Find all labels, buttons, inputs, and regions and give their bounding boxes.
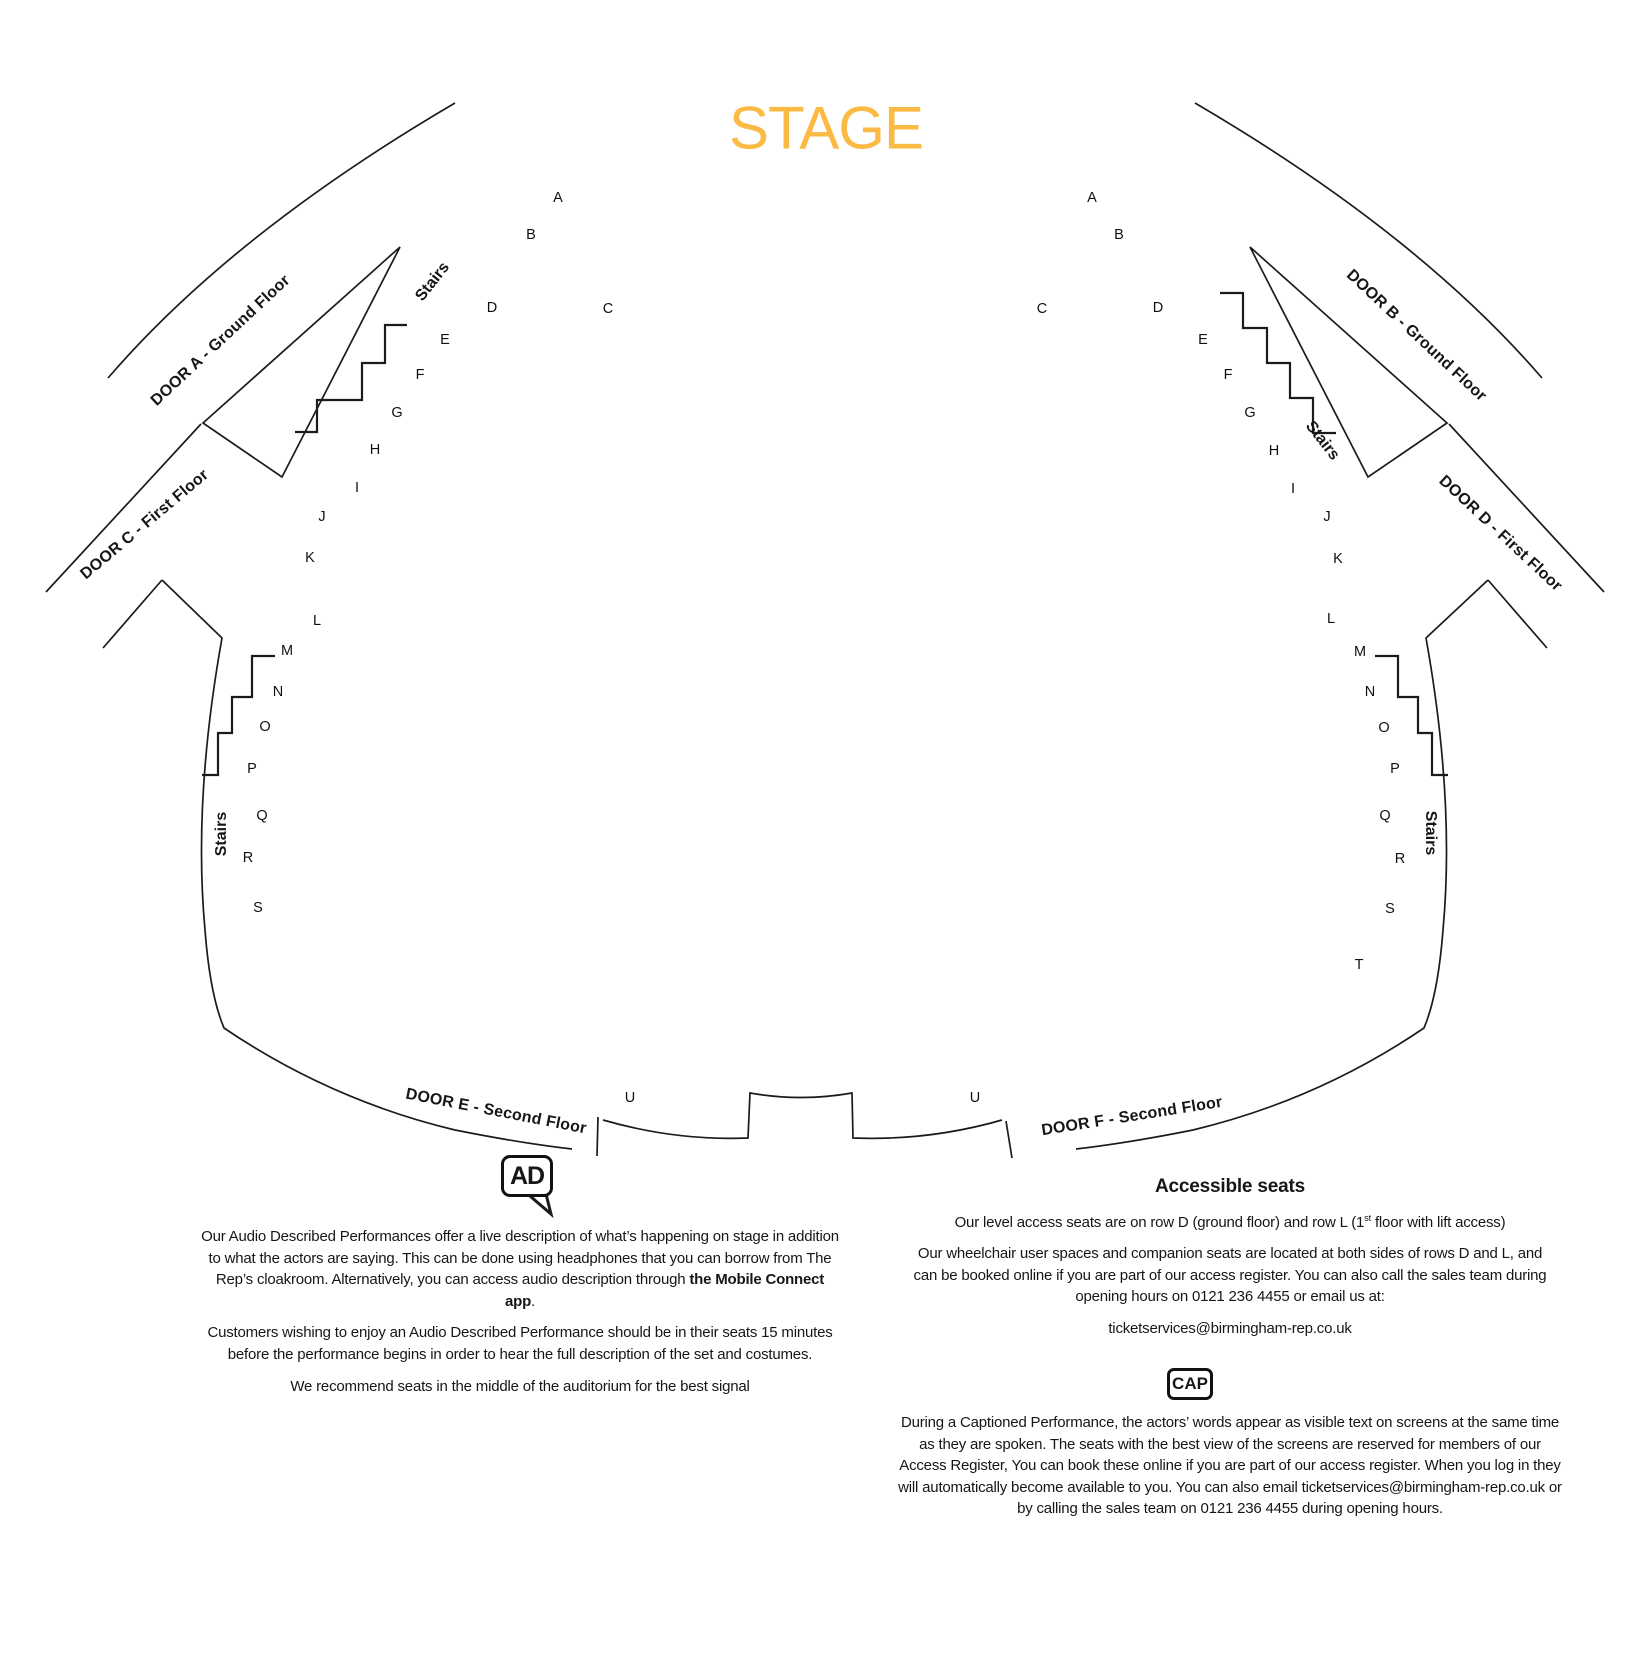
row-label-right-l: L	[1326, 611, 1336, 627]
row-label-right-d: D	[1152, 300, 1164, 316]
row-label-left-b: B	[526, 227, 536, 243]
row-label-left-a: A	[553, 190, 563, 206]
stairs-steps-upper-left	[295, 323, 407, 434]
stairs-steps-lower-right	[1375, 654, 1448, 777]
bowl-corner-right	[1487, 579, 1548, 649]
row-label-left-g: G	[391, 405, 403, 421]
accessible-seats-para-2: Our wheelchair user spaces and companion…	[913, 1245, 1547, 1306]
row-label-right-o: O	[1378, 720, 1390, 736]
row-label-left-e: E	[440, 332, 450, 348]
row-label-left-d: D	[486, 300, 498, 316]
row-u-wall	[602, 1091, 1003, 1140]
stairs-label-lower-left: Stairs	[213, 811, 230, 857]
captioned-icon-text: CAP	[1172, 1374, 1208, 1393]
row-label-right-m: M	[1353, 644, 1367, 660]
row-label-right-k: K	[1333, 551, 1343, 567]
row-label-right-t: T	[1354, 957, 1364, 973]
superscript-st: st	[1364, 1212, 1371, 1223]
row-label-left-o: O	[259, 719, 271, 735]
row-label-right-s: S	[1385, 901, 1395, 917]
row-label-right-r: R	[1394, 851, 1406, 867]
row-label-right-a: A	[1087, 190, 1097, 206]
audio-described-section: Our Audio Described Performances offer a…	[200, 1226, 840, 1407]
accessible-seats-email: ticketservices@birmingham-rep.co.uk	[1108, 1319, 1352, 1337]
row-label-left-j: J	[318, 509, 326, 525]
row-label-left-r: R	[242, 850, 254, 866]
row-label-right-p: P	[1390, 761, 1400, 777]
stairs-steps-upper-right	[1220, 291, 1336, 435]
row-label-right-c: C	[1036, 301, 1048, 317]
row-label-left-u: U	[624, 1090, 636, 1106]
bowl-corner-left	[102, 579, 163, 649]
row-label-right-i: I	[1290, 481, 1296, 497]
row-label-right-h: H	[1268, 443, 1280, 459]
stairs-label-lower-right: Stairs	[1422, 810, 1439, 856]
row-label-left-c: C	[602, 301, 614, 317]
row-label-right-n: N	[1364, 684, 1376, 700]
row-u-divider-left	[596, 1116, 599, 1157]
row-label-left-s: S	[253, 900, 263, 916]
row-label-left-p: P	[247, 761, 257, 777]
row-label-left-n: N	[272, 684, 284, 700]
captioned-icon: CAP	[1167, 1368, 1213, 1400]
row-label-left-i: I	[354, 480, 360, 496]
row-label-left-f: F	[415, 367, 425, 383]
bowl-edge-right	[1075, 579, 1489, 1150]
row-label-left-l: L	[312, 613, 322, 629]
accessible-seats-heading: Accessible seats	[1155, 1176, 1305, 1197]
row-label-right-e: E	[1198, 332, 1208, 348]
audio-described-para-3: We recommend seats in the middle of the …	[290, 1377, 750, 1395]
captioned-section: During a Captioned Performance, the acto…	[895, 1412, 1565, 1530]
audio-described-icon: AD	[501, 1155, 553, 1197]
audio-described-para-1: Our Audio Described Performances offer a…	[201, 1228, 839, 1310]
stairs-steps-lower-left	[202, 654, 275, 777]
audio-described-para-2: Customers wishing to enjoy an Audio Desc…	[207, 1324, 833, 1363]
outer-wall-left	[107, 102, 456, 379]
outer-wall-right	[1194, 102, 1543, 379]
audio-described-icon-text: AD	[509, 1161, 545, 1190]
accessible-seats-para-1: Our level access seats are on row D (gro…	[954, 1212, 1506, 1231]
mobile-connect-app-bold: the Mobile Connect app	[504, 1271, 825, 1310]
row-label-left-q: Q	[256, 808, 268, 824]
row-label-left-m: M	[280, 643, 294, 659]
row-label-right-u: U	[969, 1090, 981, 1106]
row-label-right-b: B	[1114, 227, 1124, 243]
row-label-right-q: Q	[1379, 808, 1391, 824]
aisle-wedge-left	[201, 246, 401, 479]
row-label-right-j: J	[1323, 509, 1331, 525]
row-label-right-g: G	[1244, 405, 1256, 421]
bowl-edge-left	[161, 579, 573, 1150]
row-label-left-k: K	[305, 550, 315, 566]
row-label-right-f: F	[1223, 367, 1233, 383]
row-label-left-h: H	[369, 442, 381, 458]
door-c-wall	[45, 423, 202, 593]
stage-label: STAGE	[729, 94, 924, 162]
door-d-wall	[1448, 423, 1605, 593]
captioned-para: During a Captioned Performance, the acto…	[898, 1414, 1562, 1518]
accessible-seats-section: Accessible seats Our level access seats …	[910, 1176, 1550, 1354]
row-u-divider-right	[1005, 1120, 1013, 1159]
aisle-wedge-right	[1249, 246, 1449, 479]
